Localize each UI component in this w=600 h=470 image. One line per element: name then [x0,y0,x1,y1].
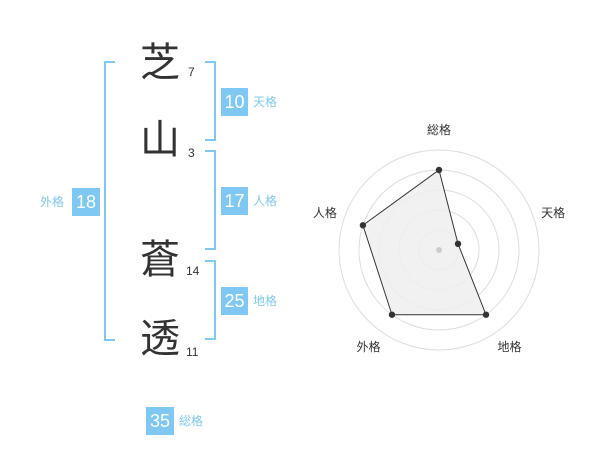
chikaku-label: 地格 [253,294,278,308]
gaikaku-label: 外格 [40,195,65,209]
stroke-count-4: 11 [186,345,199,359]
radar-point-4 [359,222,367,229]
name-char-2: 山 [140,117,180,163]
radar-point-2 [482,311,490,318]
radar-point-3 [388,311,396,318]
gaikaku-bracket [104,61,115,341]
radar-axis-label: 地格 [497,339,521,354]
name-char-3: 蒼 [140,237,180,283]
stroke-count-2: 3 [188,146,195,160]
radar-point-0 [435,166,443,174]
radar-center-dot [436,247,442,253]
chikaku-bracket [205,260,216,340]
radar-axis-label: 総格 [427,122,451,137]
gaikaku-value: 18 [72,188,100,216]
soukaku-label: 総格 [179,414,204,428]
radar-point-1 [454,240,462,248]
radar-grid-ring [338,149,540,351]
tenkaku-label: 天格 [253,95,278,109]
tenkaku-bracket [205,61,216,141]
name-char-4: 透 [140,316,180,362]
radar-axis-label: 天格 [541,205,565,220]
radar-axis-label: 人格 [313,205,337,220]
radar-series-area [362,169,487,316]
jinkaku-value: 17 [221,187,248,215]
tenkaku-value: 10 [221,88,248,116]
jinkaku-label: 人格 [253,194,278,208]
jinkaku-bracket [205,150,216,250]
stroke-count-3: 14 [186,264,200,278]
radar-axis-label: 外格 [356,339,380,354]
soukaku-value: 35 [146,407,174,435]
stroke-count-1: 7 [188,65,195,79]
name-char-1: 芝 [140,40,180,86]
chikaku-value: 25 [221,287,248,315]
